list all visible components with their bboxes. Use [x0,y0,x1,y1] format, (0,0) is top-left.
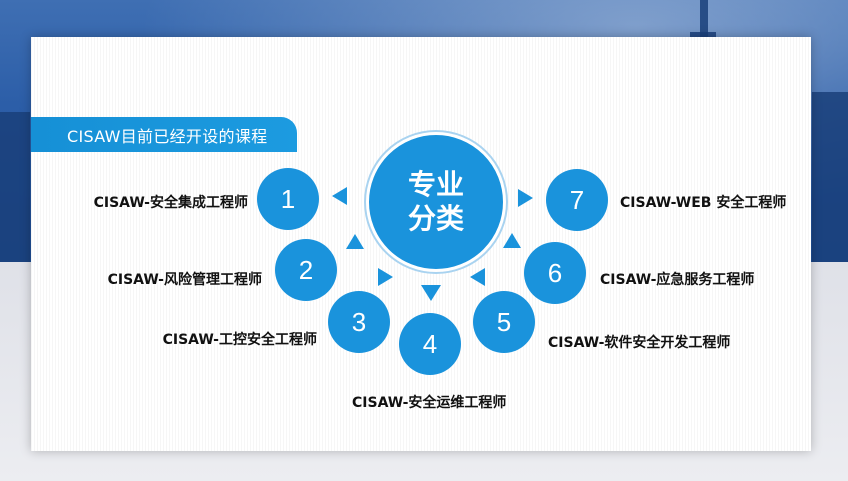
arrow-left-icon [470,268,485,286]
number-circle-3: 3 [328,291,390,353]
item-label-1: CISAW-安全集成工程师 [93,195,248,211]
item-label-2: CISAW-风险管理工程师 [107,272,262,288]
number-circle-6: 6 [524,242,586,304]
number-circle-4: 4 [399,313,461,375]
arrow-right-icon [378,268,393,286]
item-label-6: CISAW-应急服务工程师 [600,272,755,288]
section-title-bar: CISAW目前已经开设的课程 [31,117,297,152]
arrow-down-icon [421,285,441,301]
center-circle: 专业 分类 [366,132,506,272]
item-label-4: CISAW-安全运维工程师 [352,395,507,411]
number-circle-5: 5 [473,291,535,353]
item-label-7: CISAW-WEB 安全工程师 [620,195,787,211]
item-label-5: CISAW-软件安全开发工程师 [548,335,731,351]
center-line2: 分类 [407,202,464,235]
number-circle-2: 2 [275,239,337,301]
arrow-up-icon [346,234,364,249]
number-circle-7: 7 [546,169,608,231]
arrow-up-icon [503,233,521,248]
center-line1: 专业 [407,168,464,201]
slide-title: CISAW目前已经开设的课程 [67,126,268,146]
number-circle-1: 1 [257,168,319,230]
arrow-left-icon [332,187,347,205]
arrow-right-icon [518,189,533,207]
item-label-3: CISAW-工控安全工程师 [162,332,317,348]
